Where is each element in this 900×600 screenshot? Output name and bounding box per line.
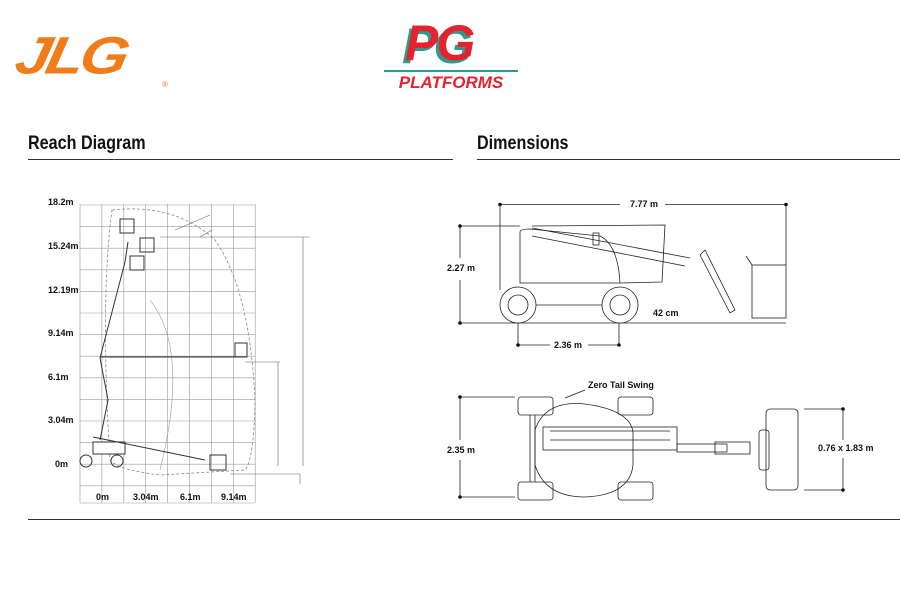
wheelbase-label: 2.36 m [554,340,583,350]
pg-logo-rule [384,70,518,72]
x-label: 0m [96,492,110,502]
y-label: 18.2m [48,197,74,207]
x-label: 9.14m [221,492,247,502]
width-label: 2.35 m [447,445,476,455]
reach-diagram-title: Reach Diagram [28,133,146,154]
reach-envelope-inner [149,299,174,471]
registered-mark: ® [162,80,168,89]
reach-title-rule [28,159,453,160]
pg-logo: PG [405,15,475,71]
y-label: 9.14m [48,328,74,338]
y-label: 6.1m [48,372,69,382]
reach-dimension-lines [160,214,310,484]
x-label: 6.1m [180,492,201,502]
y-label: 0m [55,459,69,469]
platform-size-label: 0.76 x 1.83 m [818,443,874,453]
y-label: 3.04m [48,415,74,425]
tail-swing-label: Zero Tail Swing [588,380,654,390]
x-label: 3.04m [133,492,159,502]
pg-logo-subtitle: PLATFORMS [398,73,504,92]
y-label: 12.19m [48,285,79,295]
y-label: 15.24m [48,241,79,251]
stowed-height-label: 2.27 m [447,263,476,273]
dimensions-title-rule [477,159,900,160]
overall-length-label: 7.77 m [630,199,659,209]
reach-boom-positions [79,218,248,471]
ground-clearance-label: 42 cm [653,308,679,318]
bottom-rule [28,519,900,520]
dimensions-title: Dimensions [477,133,569,154]
